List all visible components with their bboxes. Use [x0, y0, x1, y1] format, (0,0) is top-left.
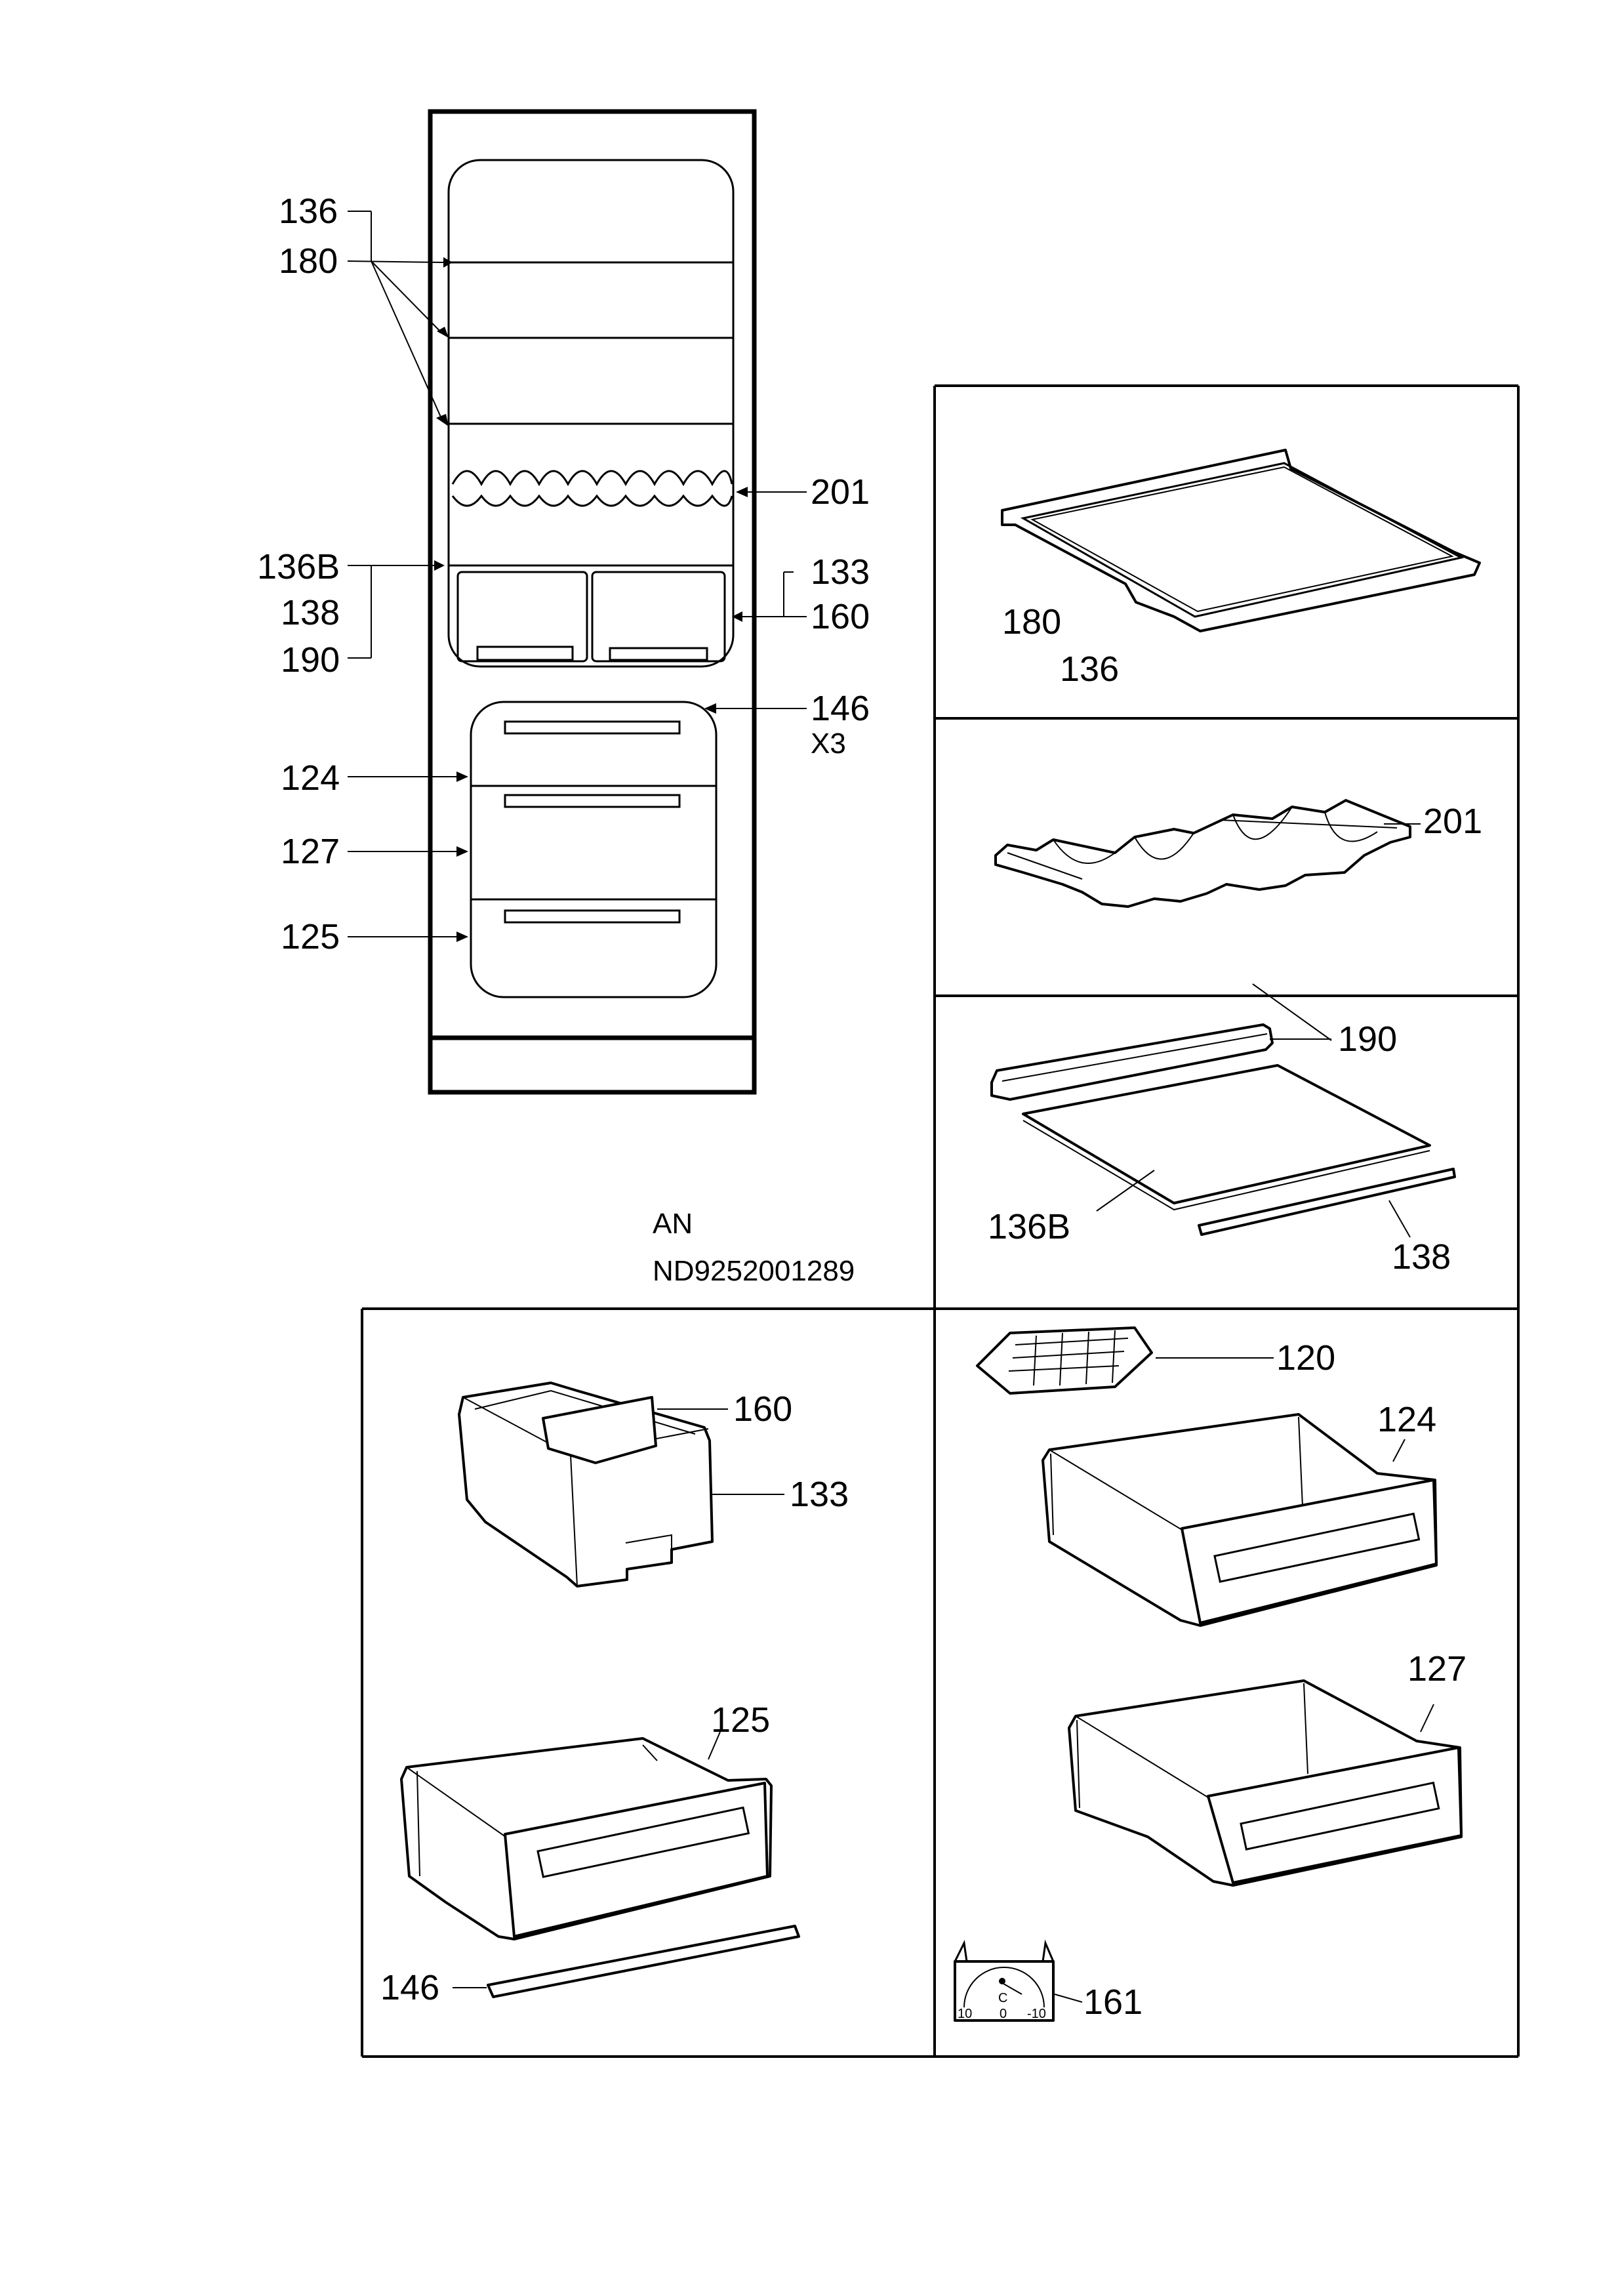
thermometer-scale-mid: 0: [1000, 2007, 1007, 2021]
callout-190: 190: [281, 640, 340, 680]
ice-tray-120: [976, 1326, 1153, 1395]
callout-146-quantity: X3: [811, 728, 846, 760]
panel-frames: [361, 384, 1520, 2058]
label-125-drawer: 125: [711, 1700, 770, 1740]
callout-136b: 136B: [257, 547, 340, 586]
freezer-drawer-127: [1068, 1679, 1463, 1887]
callout-180: 180: [279, 241, 338, 281]
model-code: AN: [653, 1208, 693, 1240]
part-number: ND9252001289: [653, 1255, 855, 1287]
callout-127: 127: [281, 832, 340, 871]
callout-146: 146: [811, 689, 870, 728]
label-120-icetray: 120: [1276, 1338, 1335, 1378]
label-161-thermometer: 161: [1083, 1982, 1143, 2022]
callout-125: 125: [281, 917, 340, 956]
label-160-divider: 160: [733, 1389, 792, 1429]
bottle-rack-201: [994, 799, 1411, 908]
label-133-box: 133: [790, 1475, 849, 1514]
label-190-shelf: 190: [1338, 1019, 1397, 1059]
glass-shelf-136b: [990, 983, 1456, 1236]
shelf-glass-180: [1001, 449, 1481, 632]
thermometer-161: 10 0 -10 C: [954, 1939, 1055, 2022]
label-136-shelf: 136: [1060, 649, 1119, 689]
callout-136: 136: [279, 192, 338, 231]
thermometer-scale-left: 10: [958, 2007, 972, 2021]
label-138-strip: 138: [1392, 1237, 1451, 1277]
cabinet-leaders: [347, 211, 807, 942]
callout-201: 201: [811, 472, 870, 512]
callout-160: 160: [811, 597, 870, 636]
callout-133: 133: [811, 552, 870, 592]
label-124-drawer: 124: [1377, 1400, 1436, 1439]
label-127-drawer: 127: [1407, 1649, 1466, 1689]
refrigerator-cabinet: [428, 109, 757, 1095]
label-146-strip: 146: [380, 1968, 439, 2007]
thermometer-unit: C: [998, 1991, 1007, 2005]
callout-138: 138: [281, 593, 340, 632]
thermometer-scale-right: -10: [1027, 2007, 1046, 2021]
label-180-shelf: 180: [1002, 602, 1061, 642]
freezer-drawer-124: [1042, 1413, 1438, 1627]
label-201-rack: 201: [1423, 802, 1482, 841]
label-136b-shelf: 136B: [988, 1207, 1070, 1246]
callout-124: 124: [281, 758, 340, 798]
freezer-drawer-125: [400, 1737, 800, 1998]
door-box-133: [458, 1382, 714, 1588]
